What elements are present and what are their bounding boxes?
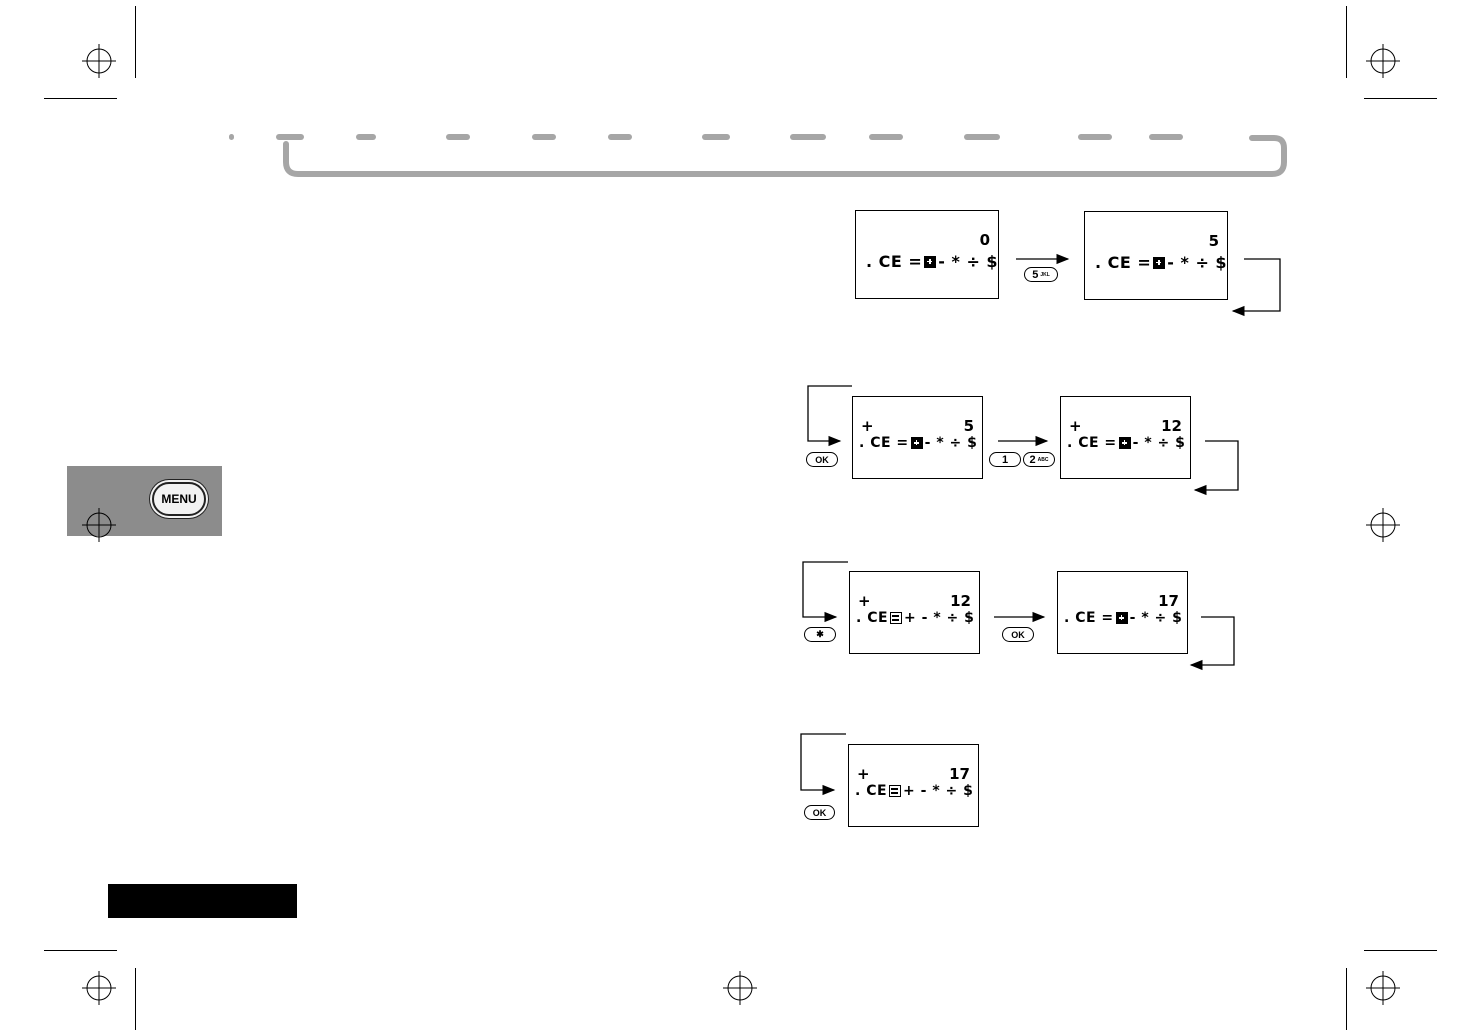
header-dash [1149,134,1183,140]
registration-mark-icon [82,44,116,78]
header-dash [356,134,376,140]
page-tab-bar [108,884,297,918]
operator-row: . CE = - * ÷ $ [1064,610,1182,626]
plus-box-icon [1115,612,1128,624]
header-dash [608,134,632,140]
calculator-screen: 5 . CE = - * ÷ $ [1084,211,1228,300]
crop-mark [1364,98,1437,99]
operator-tail: + - * ÷ $ [904,610,975,626]
operator-text: . CE = [1067,435,1117,451]
key-digit: 2 [1029,453,1036,466]
equals-box-icon [890,612,903,624]
star-icon: ✱ [816,629,824,639]
operator-tail: - * ÷ $ [1129,610,1183,626]
registration-mark-icon [1366,508,1400,542]
crop-mark [44,950,117,951]
key-2-button[interactable]: 2 ABC [1023,452,1055,467]
equals-box-icon [889,785,902,797]
header-dash [790,134,826,140]
plus-box-icon [1118,437,1131,449]
menu-button[interactable]: MENU [152,482,206,516]
operator-text: . CE = [859,435,909,451]
operator-tail: + - * ÷ $ [903,783,974,799]
display-value: 5 [963,417,974,435]
star-key-button[interactable]: ✱ [804,627,836,642]
operator-tail: - * ÷ $ [938,252,999,271]
key-label: OK [815,454,829,465]
header-frame [283,135,1287,177]
operator-text: . CE = [866,252,923,271]
key-digit: 1 [1001,453,1009,466]
operator-text: . CE [855,783,888,799]
display-value: 12 [1161,417,1182,435]
display-value: 0 [979,231,990,249]
operation-sign: + [861,417,874,435]
display-value: 17 [949,765,970,783]
header-dash [702,134,730,140]
plus-box-icon [1153,256,1166,269]
header-dash [229,134,234,140]
registration-mark-icon [82,508,116,542]
display-value: 12 [950,592,971,610]
registration-mark-icon [82,971,116,1005]
calculator-screen: + 17 . CE + - * ÷ $ [848,744,979,827]
plus-box-icon [910,437,923,449]
operator-tail: - * ÷ $ [1132,435,1186,451]
operator-text: . CE = [1064,610,1114,626]
crop-mark [135,6,136,78]
operator-row: . CE = - * ÷ $ [866,252,998,271]
plus-box-icon [924,255,937,268]
operator-row: . CE + - * ÷ $ [856,610,974,626]
operator-row: . CE = - * ÷ $ [1095,253,1227,272]
calculator-screen: 0 . CE = - * ÷ $ [855,210,999,299]
crop-mark [1346,6,1347,78]
header-dash [964,134,1000,140]
registration-mark-icon [723,971,757,1005]
crop-mark [1364,950,1437,951]
crop-mark [1346,968,1347,1030]
operator-row: . CE + - * ÷ $ [855,783,973,799]
key-letters: JKL [1040,271,1050,278]
calculator-screen: 17 . CE = - * ÷ $ [1057,571,1188,654]
key-letters: ABC [1037,456,1049,463]
header-dash [532,134,556,140]
operator-tail: - * ÷ $ [1167,253,1228,272]
key-label: OK [1011,629,1025,640]
registration-mark-icon [1366,44,1400,78]
header-dash [1078,134,1112,140]
operator-row: . CE = - * ÷ $ [1067,435,1185,451]
key-label: OK [812,807,827,818]
ok-button[interactable]: OK [1002,627,1034,642]
ok-button[interactable]: OK [806,452,838,467]
crop-mark [44,98,117,99]
display-value: 17 [1158,592,1179,610]
operation-sign: + [858,592,871,610]
calculator-screen: + 5 . CE = - * ÷ $ [852,396,983,479]
operator-text: . CE [856,610,889,626]
operation-sign: + [857,765,870,783]
calculator-screen: + 12 . CE = - * ÷ $ [1060,396,1191,479]
registration-mark-icon [1366,971,1400,1005]
key-5-button[interactable]: 5 JKL [1024,267,1058,282]
header-dash [276,134,304,140]
operator-row: . CE = - * ÷ $ [859,435,977,451]
key-1-button[interactable]: 1 [989,452,1021,467]
ok-button[interactable]: OK [804,805,835,820]
key-digit: 5 [1032,268,1039,281]
header-dash [869,134,903,140]
operator-text: . CE = [1095,253,1152,272]
operation-sign: + [1069,417,1082,435]
crop-mark [135,968,136,1030]
operator-tail: - * ÷ $ [924,435,978,451]
header-dash [446,134,470,140]
display-value: 5 [1208,232,1219,250]
calculator-screen: + 12 . CE + - * ÷ $ [849,571,980,654]
